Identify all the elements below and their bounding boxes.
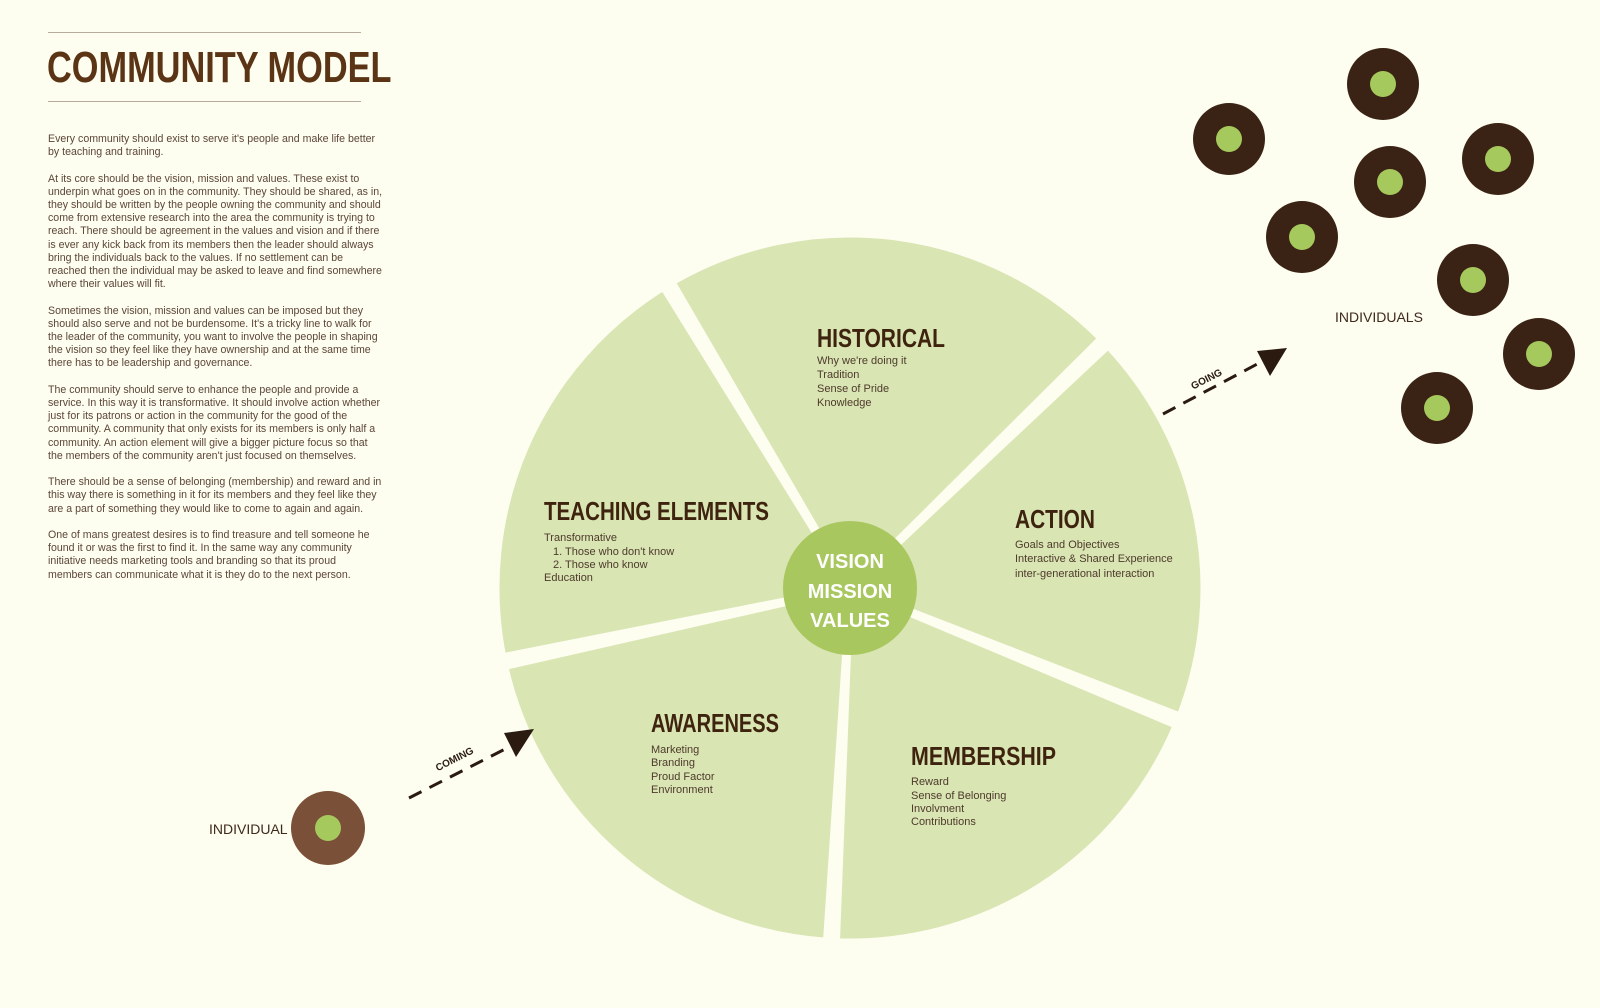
segment-action-item: inter-generational interaction <box>1015 568 1154 580</box>
individual-dot <box>1437 244 1509 316</box>
segment-membership-item: Reward <box>911 776 949 788</box>
segment-action-title: ACTION <box>1015 504 1095 534</box>
center-hub <box>783 521 917 655</box>
segment-teaching-elements <box>492 283 854 661</box>
segment-awareness-item: Environment <box>651 784 713 796</box>
going-arrow: GOING <box>1162 348 1287 416</box>
segment-membership-item: Contributions <box>911 816 976 828</box>
segment-historical-item: Knowledge <box>817 397 871 409</box>
individual-dot-core <box>1377 169 1403 195</box>
segment-teaching-item: 2. Those who know <box>553 559 648 571</box>
segment-teaching-item: 1. Those who don't know <box>553 546 674 558</box>
body-paragraph-3: Sometimes the vision, mission and values… <box>48 304 378 370</box>
coming-arrow: COMING <box>408 729 534 800</box>
individual-core <box>315 815 341 841</box>
individual-dot <box>1503 318 1575 390</box>
body-paragraph-5: There should be a sense of belonging (me… <box>48 476 382 515</box>
coming-arrow-line <box>408 742 516 800</box>
page-title: COMMUNITY MODEL <box>47 43 392 92</box>
segment-awareness-text: AWARENESS Marketing Branding Proud Facto… <box>651 708 779 796</box>
individual-dot-core <box>1526 341 1552 367</box>
segment-teaching-title: TEACHING ELEMENTS <box>544 496 769 526</box>
individuals-cluster <box>1193 48 1575 444</box>
individuals-label: INDIVIDUALS <box>1335 309 1423 325</box>
individual-dot <box>1354 146 1426 218</box>
body-paragraph-4: The community should serve to enhance th… <box>48 383 381 462</box>
coming-label: COMING <box>434 745 476 774</box>
center-line-values: VALUES <box>810 610 890 632</box>
segment-awareness-title: AWARENESS <box>651 708 779 738</box>
individual-dot <box>1462 123 1534 195</box>
segment-teaching-text: TEACHING ELEMENTS Transformative 1. Thos… <box>544 496 769 584</box>
segment-action <box>846 342 1208 720</box>
segment-membership-item: Sense of Belonging <box>911 790 1006 802</box>
segment-historical <box>668 230 1105 592</box>
individual-dot-core <box>1289 224 1315 250</box>
segment-historical-title: HISTORICAL <box>817 323 945 353</box>
individual-dot-core <box>1216 126 1242 152</box>
going-arrowhead <box>1257 348 1287 376</box>
segment-historical-item: Why we're doing it <box>817 355 907 367</box>
segment-historical-item: Sense of Pride <box>817 383 889 395</box>
body-paragraph-1: Every community should exist to serve it… <box>48 133 376 159</box>
segment-membership-text: MEMBERSHIP Reward Sense of Belonging Inv… <box>911 741 1056 828</box>
individual-dot-core <box>1424 395 1450 421</box>
segment-historical-text: HISTORICAL Why we're doing it Tradition … <box>817 323 945 409</box>
segment-membership <box>832 584 1180 946</box>
individual-dot-core <box>1460 267 1486 293</box>
center-line-mission: MISSION <box>808 581 892 603</box>
segment-action-item: Goals and Objectives <box>1015 539 1120 551</box>
going-label: GOING <box>1190 367 1225 392</box>
segment-membership-item: Involvment <box>911 803 964 815</box>
individual-node <box>291 791 365 865</box>
center-line-vision: VISION <box>816 551 884 573</box>
body-text: Every community should exist to serve it… <box>48 133 383 595</box>
individual-dot <box>1266 201 1338 273</box>
going-arrow-line <box>1162 359 1264 416</box>
segment-action-item: Interactive & Shared Experience <box>1015 553 1173 565</box>
individual-dot-core <box>1370 71 1396 97</box>
segment-awareness-item: Proud Factor <box>651 771 715 783</box>
individual-dot <box>1401 372 1473 444</box>
segment-historical-item: Tradition <box>817 369 859 381</box>
individual-dot-core <box>1485 146 1511 172</box>
coming-arrowhead <box>504 729 534 757</box>
segment-teaching-item: Transformative <box>544 532 617 544</box>
segment-awareness-item: Marketing <box>651 744 699 756</box>
body-paragraph-2: At its core should be the vision, missio… <box>48 172 383 291</box>
title-rule-top <box>48 32 361 33</box>
segment-membership-title: MEMBERSHIP <box>911 741 1056 771</box>
segment-awareness <box>501 584 854 945</box>
individual-dot <box>1193 103 1265 175</box>
individual-dot <box>1347 48 1419 120</box>
segment-teaching-item: Education <box>544 572 593 584</box>
individual-label: INDIVIDUAL <box>209 821 288 837</box>
title-rule-bottom <box>48 101 361 102</box>
wheel <box>492 230 1208 946</box>
body-paragraph-6: One of mans greatest desires is to find … <box>48 529 370 581</box>
segment-awareness-item: Branding <box>651 757 695 769</box>
segment-action-text: ACTION Goals and Objectives Interactive … <box>1015 504 1173 580</box>
